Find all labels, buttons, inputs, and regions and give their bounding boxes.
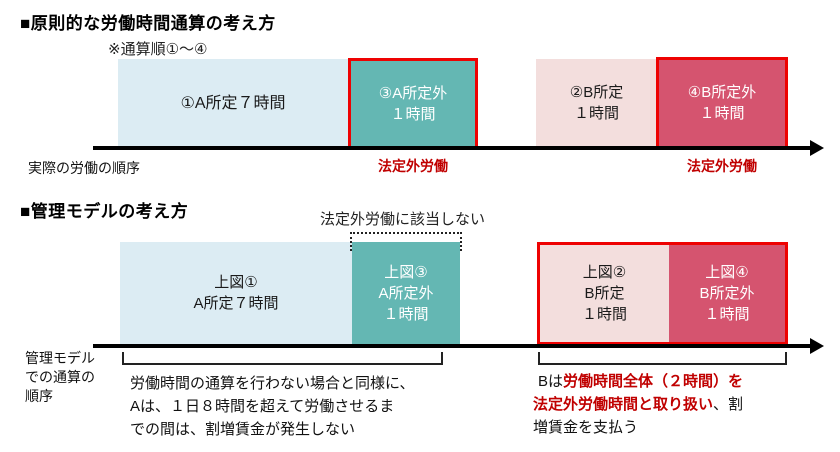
box-label-line2: A所定７時間 bbox=[193, 295, 279, 312]
section2-title: ■管理モデルの考え方 bbox=[20, 202, 189, 221]
note-b-line1: Bは労働時間全体（２時間）を bbox=[533, 370, 833, 393]
box-label-line3: １時間 bbox=[383, 305, 429, 323]
box-label-line1: 上図② bbox=[582, 264, 627, 281]
bracket-a bbox=[122, 352, 443, 365]
note-a-line3: での間は、割増賃金が発生しない bbox=[130, 421, 356, 438]
box-label-line1: 上図① bbox=[214, 274, 258, 291]
box-a-shotei-7h: ①A所定７時間 bbox=[118, 59, 348, 147]
dotted-highlight-box bbox=[350, 232, 462, 251]
box-label-line1: ②B所定 bbox=[569, 84, 624, 101]
overtime-label-a1: 法定外労働 bbox=[378, 158, 448, 174]
group-b-red-outline: 上図② B所定 １時間 上図④ B所定外 １時間 bbox=[537, 242, 788, 345]
axis1-arrowhead-icon bbox=[810, 140, 824, 156]
box-b-shoteigai-1h: ④B所定外 １時間 bbox=[656, 57, 788, 149]
box-label-line1: ④B所定外 bbox=[687, 84, 757, 101]
box-label-line2: １時間 bbox=[390, 105, 436, 123]
box-label-line2: B所定 bbox=[584, 285, 625, 302]
note-b-line3: 増賃金を支払う bbox=[533, 416, 833, 439]
box-label-line3: １時間 bbox=[581, 306, 627, 323]
axis2-label-line2: での通算の bbox=[25, 369, 95, 385]
note-a: 労働時間の通算を行わない場合と同様に、 Aは、１日８時間を超えて労働させるま で… bbox=[130, 372, 475, 441]
section1-title: ■原則的な労働時間通算の考え方 bbox=[20, 14, 276, 33]
note-b-l1-red: 労働時間全体（２時間）を bbox=[563, 373, 744, 390]
aggregation-order-note: ※通算順①〜④ bbox=[108, 41, 208, 58]
box-label-line2: B所定外 bbox=[699, 285, 755, 302]
note-b-l3-black: 増賃金を支払う bbox=[533, 419, 639, 436]
note-a-line2: Aは、１日８時間を超えて労働させるま bbox=[130, 398, 395, 415]
note-b-l1-black: Bは bbox=[538, 373, 564, 390]
box-ue2-b-shotei-1h: 上図② B所定 １時間 bbox=[540, 245, 669, 342]
note-a-line1: 労働時間の通算を行わない場合と同様に、 bbox=[130, 375, 415, 392]
box-label-line3: １時間 bbox=[704, 306, 750, 323]
note-b-line2: 法定外労働時間と取り扱い、割 bbox=[533, 393, 833, 416]
callout-not-overtime: 法定外労働に該当しない bbox=[320, 211, 486, 228]
note-b-l2-red: 法定外労働時間と取り扱い bbox=[533, 396, 714, 413]
axis1-label: 実際の労働の順序 bbox=[28, 160, 140, 176]
axis2-arrowhead-icon bbox=[810, 338, 824, 354]
box-label: ①A所定７時間 bbox=[180, 94, 286, 112]
box-label-line2: A所定外 bbox=[378, 284, 434, 302]
note-b-l2-black: 、割 bbox=[713, 396, 744, 413]
box-ue1-a-shotei-7h: 上図① A所定７時間 bbox=[120, 242, 352, 344]
box-label-line1: 上図③ bbox=[384, 263, 428, 281]
overtime-label-b1: 法定外労働 bbox=[687, 158, 757, 174]
box-b-shotei-1h: ②B所定 １時間 bbox=[536, 59, 657, 147]
axis2-label-line1: 管理モデル bbox=[25, 350, 95, 366]
box-label-line1: 上図④ bbox=[705, 264, 749, 281]
axis2-label: 管理モデル での通算の 順序 bbox=[25, 349, 95, 406]
box-ue3-a-shoteigai-1h: 上図③ A所定外 １時間 bbox=[352, 242, 460, 344]
timeline-axis-1 bbox=[93, 146, 812, 150]
box-label-line1: ③A所定外 bbox=[378, 84, 448, 102]
bracket-b bbox=[538, 352, 787, 365]
box-label-line2: １時間 bbox=[573, 105, 619, 122]
note-b: Bは労働時間全体（２時間）を 法定外労働時間と取り扱い、割 増賃金を支払う bbox=[533, 370, 833, 439]
axis2-label-line3: 順序 bbox=[25, 388, 53, 404]
box-label-line2: １時間 bbox=[699, 105, 745, 122]
box-ue4-b-shoteigai-1h: 上図④ B所定外 １時間 bbox=[669, 245, 785, 342]
box-a-shoteigai-1h: ③A所定外 １時間 bbox=[348, 58, 478, 149]
timeline-axis-2 bbox=[93, 344, 812, 348]
